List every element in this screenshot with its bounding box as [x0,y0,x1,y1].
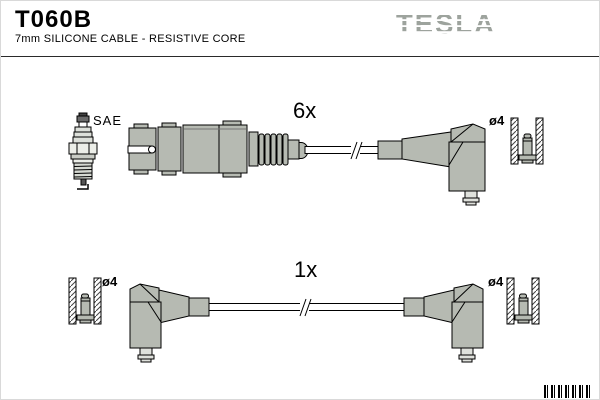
barcode-icon [544,385,591,398]
quantity-label-bottom: 1x [294,257,318,282]
cable-assembly-top [127,120,486,206]
product-code: T060B [15,6,93,33]
angled-boot-bottom-right [403,283,484,363]
header-divider [1,56,599,57]
sae-label: SAE [93,113,123,128]
cable-wire-bottom [208,298,405,317]
terminal-cup-bottom-right [506,277,540,325]
diameter-label-bottom-right: ø4 [488,274,504,289]
angled-boot-top [377,123,486,206]
product-subtitle: 7mm SILICONE CABLE - RESISTIVE CORE [15,33,246,45]
tesla-logo-text: TESLA [396,9,496,39]
terminal-cup-top [510,117,544,165]
quantity-label-top: 6x [293,98,317,123]
diameter-label-bottom-left: ø4 [102,274,118,289]
cable-assembly-bottom [129,283,484,363]
tesla-logo: TESLA [396,9,496,39]
straight-connector-drawing [127,120,309,178]
diameter-label-top: ø4 [489,113,505,128]
spark-plug-drawing [68,112,98,190]
terminal-cup-bottom-left [68,277,102,325]
angled-boot-bottom-left [129,283,210,363]
cable-wire-top [304,141,380,160]
